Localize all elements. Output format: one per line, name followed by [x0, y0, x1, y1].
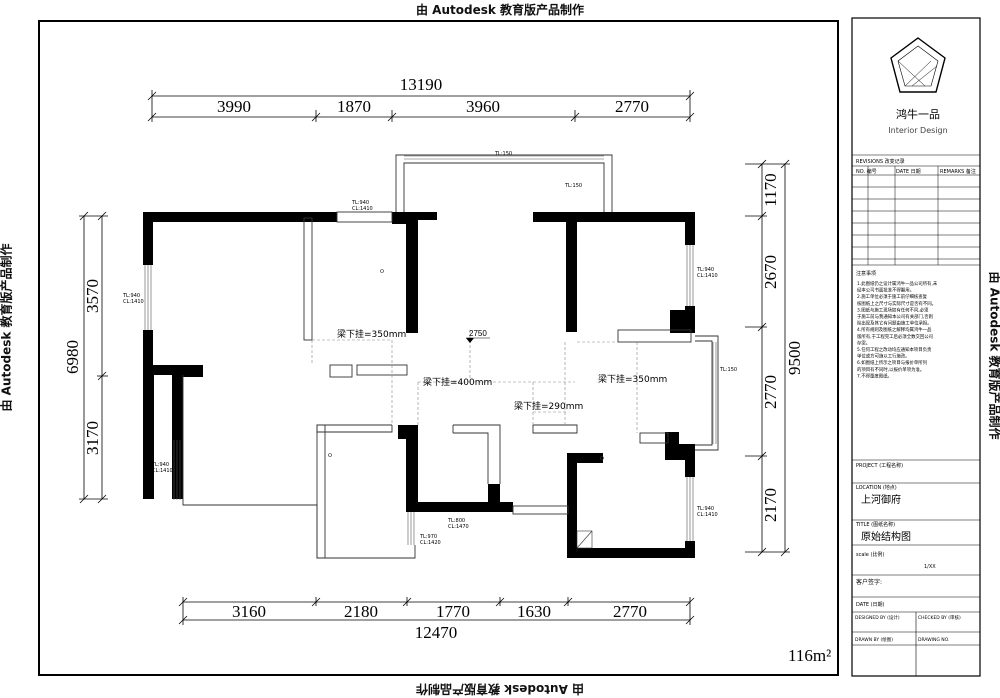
- note-line: 5.任何工程之改动均应通知本项目负责: [857, 346, 932, 353]
- note-line: 存案。: [857, 339, 870, 346]
- note-line: 的项目有不同时,以报价单项为准。: [857, 366, 924, 373]
- note-line: 单位或方可施以工行施改。: [857, 353, 910, 360]
- window-tag: CL:1470: [448, 524, 469, 530]
- dim-bottom-5: 2770: [613, 602, 647, 621]
- dim-right-2: 2670: [761, 255, 780, 289]
- window-tag: TL:940: [696, 267, 714, 273]
- dim-bottom-1: 3160: [232, 602, 266, 621]
- window-tag: TL:970: [419, 534, 437, 540]
- location-value: 上河御府: [861, 493, 901, 506]
- dim-bottom-4: 1630: [517, 602, 551, 621]
- window-tag: TL:940: [122, 293, 140, 299]
- window-tag: TL:940: [696, 506, 714, 512]
- top-dimensions: [147, 90, 695, 122]
- dim-right-total: 9500: [785, 341, 804, 375]
- dim-top-4: 2770: [615, 97, 649, 116]
- dim-top-3: 3960: [466, 97, 500, 116]
- note-line: 3.图纸与施工现场如有任何不同,必须: [857, 306, 929, 313]
- rev-no-header: NO. 编号: [856, 168, 877, 175]
- scale-label: scale (比例): [856, 551, 884, 558]
- note-line: 1.此图纸仍之设计属鸿牛一品公司所有,未: [857, 280, 938, 287]
- location-label: LOCATION (地点): [856, 484, 897, 491]
- note-line: 6.如图纸上所示之项目与报价单所列: [857, 359, 928, 366]
- window-tag: TL:150: [494, 151, 512, 157]
- dim-right-1: 1170: [761, 173, 780, 206]
- window-tag: TL:150: [719, 367, 737, 373]
- note-line: 7.不得量度图纸。: [857, 372, 892, 379]
- window-tag: CL:1420: [420, 540, 441, 546]
- beam-lines: [311, 330, 638, 433]
- note-line: 经本公司书面批准不得翻用。: [857, 287, 914, 294]
- dim-right-4: 2170: [761, 488, 780, 522]
- elevation-label: 2750: [469, 329, 487, 338]
- drain-dot: [600, 456, 604, 460]
- bottom-dimensions: [178, 597, 695, 625]
- dim-bottom-3: 1770: [436, 602, 470, 621]
- right-dimensions: [745, 159, 790, 557]
- dim-top-2: 1870: [337, 97, 371, 116]
- windows: [144, 155, 717, 545]
- drawn-by-label: DRAWN BY (绘图): [855, 636, 893, 643]
- designed-by-label: DESIGNED BY (设计): [855, 614, 900, 621]
- beam-label-4: 梁下挂=290mm: [514, 400, 583, 412]
- window-tag: CL:1410: [123, 299, 144, 305]
- drain-dot: [328, 453, 332, 457]
- note-line: 于施工前与我通知本公司有关部门,否则: [857, 313, 933, 320]
- beam-label-1: 梁下挂=350mm: [337, 328, 406, 340]
- scale-value: 1/XX: [924, 564, 936, 570]
- beam-label-2: 梁下挂=400mm: [423, 376, 492, 388]
- company-subtitle: Interior Design: [888, 126, 947, 135]
- drain-dot: [380, 269, 384, 273]
- note-line: 版所有,于工程完工后必须全数交回公司: [857, 333, 933, 340]
- dim-bottom-2: 2180: [344, 602, 378, 621]
- watermark-top: 由 Autodesk 教育版产品制作: [415, 3, 585, 17]
- window-tag: TL:940: [151, 462, 169, 468]
- dim-left-2: 3170: [83, 421, 102, 455]
- shaft-diagonal: [576, 530, 593, 549]
- structural-walls: [143, 212, 695, 558]
- left-dimensions: [79, 211, 108, 504]
- drawing-frame: [38, 20, 839, 676]
- window-tag: TL:940: [351, 200, 369, 206]
- company-name: 鸿牛一品: [896, 107, 940, 121]
- shaft-box: [576, 530, 593, 549]
- notes-list: 1.此图纸仍之设计属鸿牛一品公司所有,未经本公司书面批准不得翻用。2.施工单位必…: [857, 280, 938, 379]
- non-structural-walls: [182, 154, 719, 559]
- window-tag: CL:1410: [352, 206, 373, 212]
- note-line: 除出现及其它有问题由施工单位承担。: [857, 320, 932, 327]
- dim-bottom-total: 12470: [415, 623, 458, 642]
- dim-top-total: 13190: [400, 75, 443, 94]
- elevation-marker-icon: [466, 338, 474, 343]
- rev-date-header: DATE 日期: [896, 169, 921, 175]
- drawing-title: 原始结构图: [861, 530, 911, 543]
- dim-right-3: 2770: [761, 375, 780, 409]
- beam-label-3: 梁下挂=350mm: [598, 373, 667, 385]
- dim-left-1: 3570: [83, 279, 102, 313]
- rev-remarks-header: REMARKS 备注: [940, 168, 976, 175]
- window-tag: CL:1410: [697, 512, 718, 518]
- title-block: [851, 17, 981, 677]
- title-label: TITLE (图纸名称): [855, 521, 895, 528]
- checked-by-label: CHECKED BY (审核): [918, 614, 961, 621]
- note-line: 核图纸上之尺寸与实际尺寸是否有不同。: [857, 300, 936, 307]
- notes-title: 注意事项: [856, 270, 876, 277]
- project-label: PROJECT (工程名称): [856, 462, 903, 469]
- window-tag: CL:1410: [697, 273, 718, 279]
- drawing-no-label: DRAWING NO.: [918, 637, 949, 643]
- window-tags: TL:940 CL:1410 TL:940 CL:1410 TL:150 TL:…: [122, 151, 737, 546]
- date-label: DATE (日期): [856, 602, 885, 608]
- revisions-header: REVISIONS 改变记录: [856, 158, 905, 165]
- window-tag: TL:800: [447, 518, 465, 524]
- note-line: 4.所有规则及图纸之解释均属鸿牛一品: [857, 326, 932, 333]
- dim-top-1: 3990: [217, 97, 251, 116]
- window-tag: CL:1410: [152, 468, 173, 474]
- client-signature-label: 客户签字:: [856, 578, 882, 586]
- note-line: 2.施工单位必须于施工前仔细核查复: [857, 293, 928, 300]
- dim-left-total: 6980: [63, 340, 82, 374]
- window-tag: TL:150: [564, 183, 582, 189]
- area-label: 116m²: [788, 646, 831, 665]
